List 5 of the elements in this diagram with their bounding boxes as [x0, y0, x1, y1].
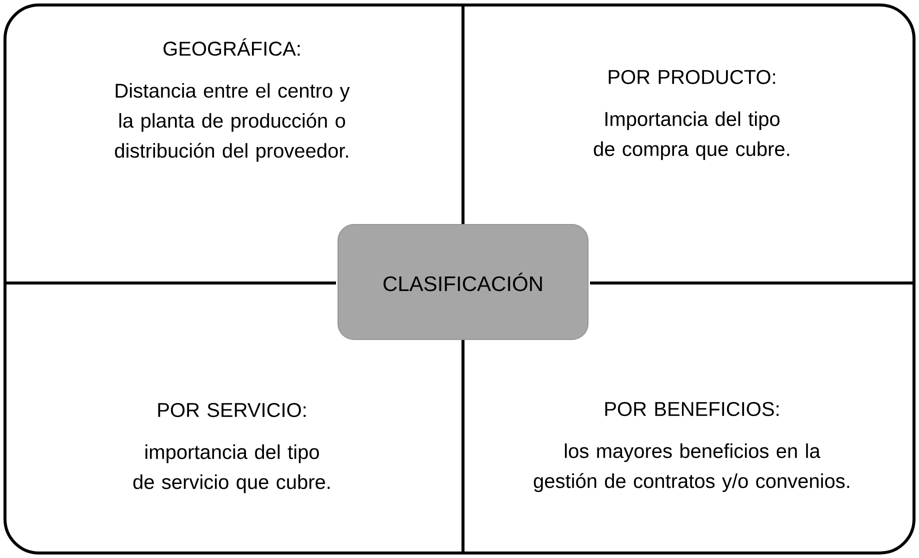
quadrant-text: GEOGRÁFICA: Distancia entre el centro y la planta de producción o distribución del proveedor.: [115, 38, 350, 162]
quadrant-text: POR PRODUCTO: Importancia del tipo de compra que cubre.: [594, 70, 790, 160]
quadrant-text: POR BENEFICIOS: los mayores beneficios en la gestión de contratos y/o convenios.: [534, 402, 850, 492]
quadrant-text: POR SERVICIO: importancia del tipo de servicio que cubre.: [133, 402, 330, 494]
center-box: CLASIFICACIÓN: [338, 224, 588, 340]
